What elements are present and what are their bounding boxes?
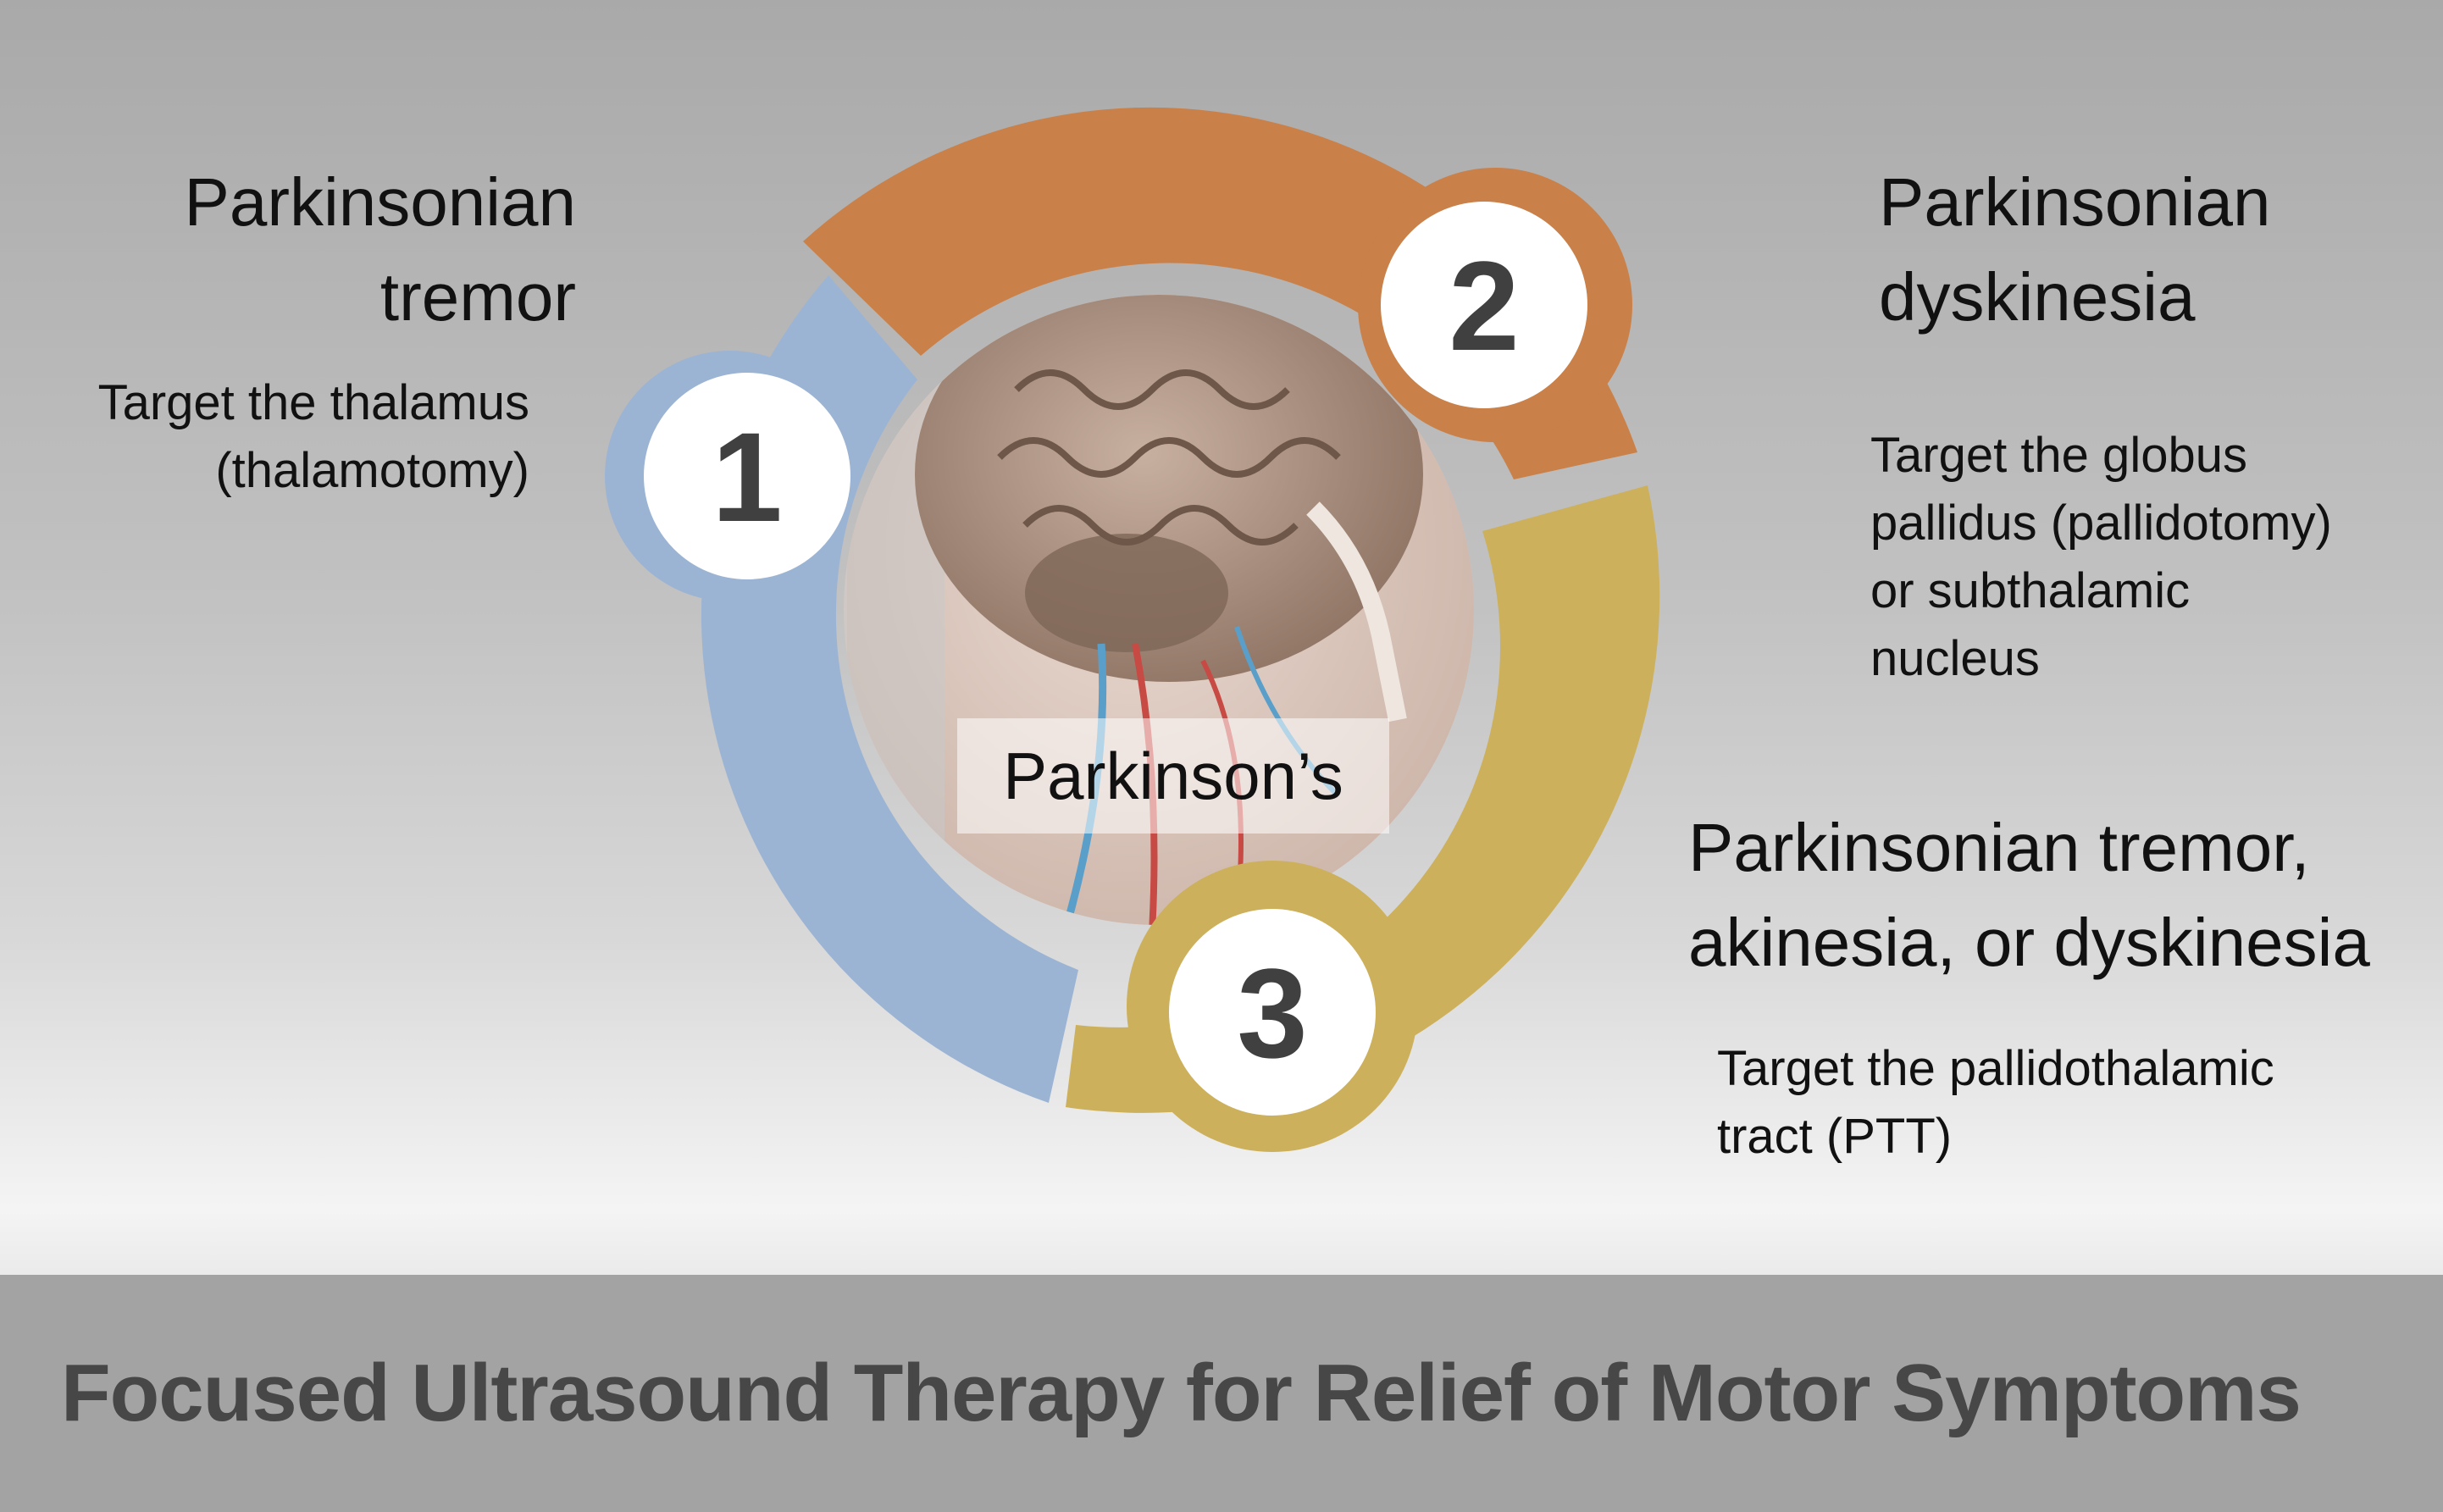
segment-2-description-line-3: or subthalamic <box>1870 563 2191 618</box>
segment-2-description: Target the globus pallidus (pallidotomy)… <box>1870 422 2332 693</box>
badge-3-number: 3 <box>1237 942 1307 1084</box>
segment-2-description-line-2: pallidus (pallidotomy) <box>1870 496 2332 551</box>
segment-3-description-line-1: Target the pallidothalamic <box>1717 1041 2274 1096</box>
segment-3-heading-line-2: akinesia, or dyskinesia <box>1688 905 2370 980</box>
segment-1-heading-line-1: Parkinsonian <box>184 164 577 240</box>
segment-2-heading: Parkinsonian dyskinesia <box>1879 155 2271 345</box>
segment-2-description-line-4: nucleus <box>1870 631 2040 686</box>
segment-1-description-line-1: Target the thalamus <box>97 375 529 430</box>
center-label: Parkinson’s <box>957 718 1389 834</box>
footer-bar <box>0 1275 2443 1512</box>
badge-2: 2 <box>1358 168 1632 442</box>
badge-3: 3 <box>1127 861 1418 1152</box>
badge-1: 1 <box>605 351 856 601</box>
badge-1-number: 1 <box>712 406 782 548</box>
segment-2-heading-line-2: dyskinesia <box>1879 259 2196 335</box>
segment-2-description-line-1: Target the globus <box>1870 428 2247 483</box>
badge-2-number: 2 <box>1449 235 1519 377</box>
footer-title: Focused Ultrasound Therapy for Relief of… <box>61 1348 2302 1438</box>
segment-2-heading-line-1: Parkinsonian <box>1879 164 2271 240</box>
segment-3-description: Target the pallidothalamic tract (PTT) <box>1717 1035 2274 1171</box>
segment-3-arc <box>1066 485 1660 1113</box>
segment-3-description-line-2: tract (PTT) <box>1717 1109 1953 1164</box>
segment-1-heading: Parkinsonian tremor <box>102 155 577 345</box>
segment-1-description: Target the thalamus (thalamotomy) <box>34 369 529 505</box>
segment-1-description-line-2: (thalamotomy) <box>215 443 529 498</box>
segment-3-heading: Parkinsonian tremor, akinesia, or dyskin… <box>1688 800 2370 990</box>
segment-3-heading-line-1: Parkinsonian tremor, <box>1688 810 2310 885</box>
segment-1-heading-line-2: tremor <box>379 259 576 335</box>
